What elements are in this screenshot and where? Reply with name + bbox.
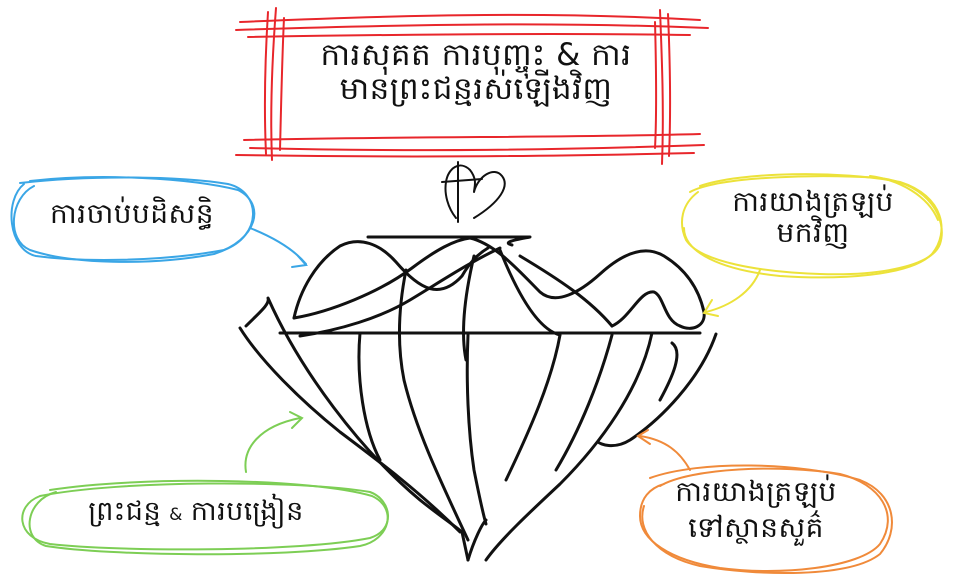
diagram-title: ការសុគត ការបុញ្ចុះ & ការ មានព្រះជន្មរស់ឡ… [280, 38, 672, 106]
ascension-label-line-2: មកវិញ [676, 217, 950, 248]
life-label-part-1: ព្រះជន្ម [88, 496, 161, 527]
baptism-outline [22, 412, 388, 554]
return-to-heaven-label: ការយាងត្រឡប់ ទៅស្ថានសួគ៌ [640, 474, 872, 546]
incarnation-label: ការចាប់បដិសន្ធិ [8, 197, 256, 231]
heaven-label-line-1: ការយាងត្រឡប់ [640, 474, 872, 510]
ascension-label-line-1: ការយាងត្រឡប់ [676, 186, 950, 217]
life-label-part-2: ការបង្រៀន [191, 496, 304, 527]
ascension-label: ការយាងត្រឡប់ មកវិញ [676, 186, 950, 248]
ampersand: & [161, 505, 191, 525]
title-line-1: ការសុគត ការបុញ្ចុះ & ការ [280, 38, 672, 72]
heart-with-cross-icon [442, 162, 505, 222]
heaven-label-line-2: ទៅស្ថានសួគ៌ [640, 510, 872, 546]
life-teaching-label: ព្រះជន្ម&ការបង្រៀន [16, 495, 376, 532]
title-line-2: មានព្រះជន្មរស់ឡើងវិញ [280, 72, 672, 106]
